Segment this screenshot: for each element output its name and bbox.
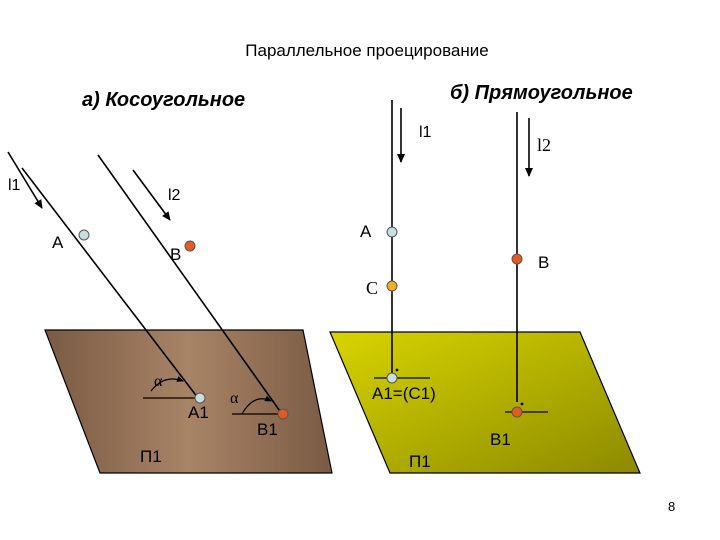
right-label-plane: П1 [409,452,431,471]
left-projector-b [97,154,283,415]
left-angle-arc-1 [150,376,184,392]
left-heading: а) Косоугольное [82,89,245,111]
right-heading: б) Прямоугольное [450,82,633,104]
right-angle-mark-1 [395,368,399,372]
left-ray-l2-arrow [132,169,171,221]
left-point-a [78,229,90,241]
right-label-b: B [538,253,549,272]
left-label-alpha-2: α [230,390,239,407]
left-label-a: A [52,233,64,252]
right-point-b1 [511,406,523,418]
left-plane [44,329,333,474]
left-label-a1: A1 [188,403,209,422]
right-angle-mark-2 [520,402,524,406]
left-point-a1 [194,392,206,404]
left-label-b: B [170,245,181,264]
right-label-l1: l1 [419,124,432,141]
right-point-b [511,253,523,265]
left-label-alpha-1: α [154,373,163,390]
left-label-l2: l2 [168,187,181,204]
right-label-c: C [366,278,378,298]
page-number: 8 [668,499,675,514]
left-label-plane: П1 [140,447,162,466]
right-point-a [386,226,398,238]
right-label-l2: l2 [537,135,551,155]
right-label-a: A [360,222,372,241]
left-point-b1 [277,408,289,420]
right-label-b1: B1 [490,430,511,449]
right-label-a1-c1: A1=(C1) [372,384,436,403]
right-plane [329,331,641,474]
left-angle-arc-2 [241,395,272,415]
left-ray-l1-arrow [7,151,43,209]
right-point-c [386,280,398,292]
left-label-b1: B1 [257,420,278,439]
left-projector-a [21,167,199,399]
left-label-l1: l1 [8,177,21,194]
right-point-a1 [386,372,398,384]
page-title: Параллельное проецирование [245,41,488,60]
left-point-b [184,240,196,252]
